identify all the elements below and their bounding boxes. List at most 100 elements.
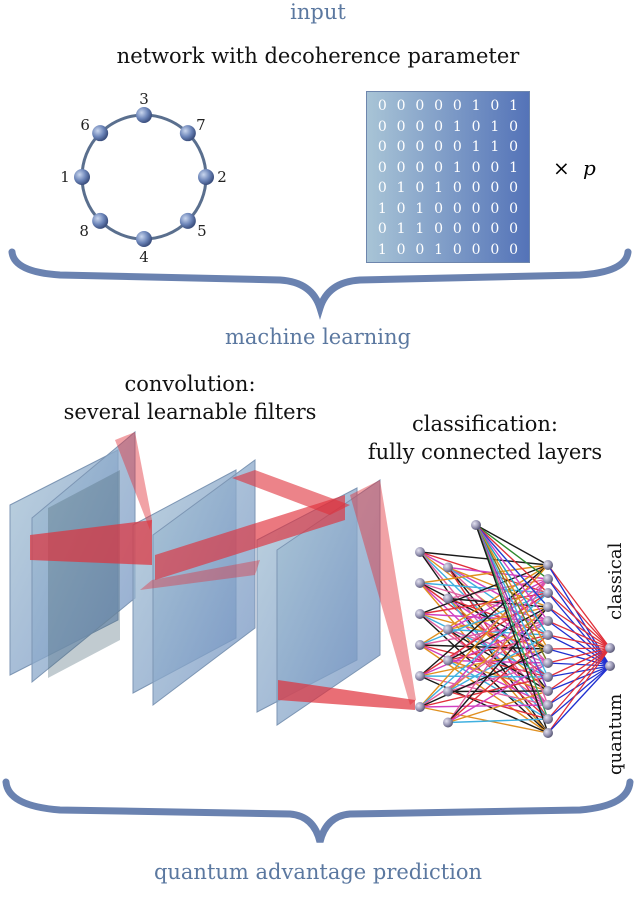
fc-edge bbox=[419, 613, 549, 706]
fc-edge bbox=[547, 662, 611, 667]
fc-node bbox=[443, 624, 453, 635]
matrix-cell: 0 bbox=[509, 221, 519, 237]
fc-node bbox=[443, 655, 453, 666]
matrix-cell: 0 bbox=[452, 200, 462, 217]
fc-edge bbox=[475, 524, 549, 734]
fc-edge bbox=[419, 648, 549, 708]
fc-edge bbox=[547, 647, 611, 706]
fc-edge bbox=[419, 620, 549, 708]
fc-edge bbox=[447, 606, 549, 723]
matrix-cell: 1 bbox=[490, 118, 500, 135]
matrix-cell: 0 bbox=[471, 180, 481, 196]
matrix-cell: 1 bbox=[509, 98, 519, 114]
fc-node bbox=[543, 616, 553, 626]
matrix-cell: 0 bbox=[471, 200, 481, 217]
fc-edge bbox=[475, 524, 549, 678]
matrix-cell: 0 bbox=[377, 139, 387, 155]
matrix-cell: 0 bbox=[415, 241, 425, 258]
fc-node bbox=[443, 562, 453, 573]
fc-edge bbox=[547, 647, 611, 692]
fc-edge bbox=[475, 524, 549, 580]
matrix-cell: 0 bbox=[490, 241, 500, 258]
matrix-cell: 1 bbox=[471, 98, 481, 114]
matrix-cell: 1 bbox=[509, 159, 519, 176]
fc-node bbox=[415, 640, 425, 650]
convolution-label: convolution: several learnable filters bbox=[35, 370, 345, 426]
network-node bbox=[136, 231, 152, 247]
convolution-layers bbox=[9, 430, 416, 726]
fc-edge bbox=[547, 665, 611, 678]
brace-output bbox=[2, 778, 634, 843]
matrix-cell: 1 bbox=[452, 159, 462, 176]
classification-title: classification: bbox=[412, 412, 558, 436]
matrix-cell: 0 bbox=[396, 118, 406, 135]
network-node-label: 4 bbox=[139, 248, 149, 266]
matrix-cell: 0 bbox=[490, 159, 500, 176]
network-node bbox=[92, 212, 109, 229]
fc-node bbox=[543, 686, 553, 696]
network-node bbox=[198, 169, 214, 185]
fc-edge bbox=[475, 524, 549, 608]
fc-edge bbox=[447, 628, 549, 664]
network-node-label: 5 bbox=[197, 222, 207, 240]
matrix-cell: 0 bbox=[415, 98, 425, 114]
section-title-machine-learning: machine learning bbox=[225, 325, 411, 349]
fc-node bbox=[443, 717, 453, 728]
fc-edge bbox=[475, 524, 549, 622]
fc-node bbox=[443, 593, 453, 604]
fc-edge bbox=[447, 690, 549, 724]
fc-edge bbox=[547, 647, 611, 664]
matrix-cell: 1 bbox=[396, 180, 406, 196]
fc-edge bbox=[547, 647, 611, 650]
fc-edge bbox=[419, 620, 549, 677]
matrix-cell: 0 bbox=[471, 118, 481, 135]
fc-node bbox=[543, 602, 553, 612]
fc-node bbox=[415, 547, 425, 557]
fc-edge bbox=[547, 578, 611, 667]
fc-edge bbox=[547, 592, 611, 649]
fc-edge bbox=[447, 567, 549, 692]
convolution-subtitle: several learnable filters bbox=[63, 400, 317, 424]
matrix-cell: 0 bbox=[509, 180, 519, 196]
fc-edge bbox=[447, 566, 549, 664]
matrix-cell: 1 bbox=[490, 139, 500, 155]
fc-node bbox=[543, 588, 553, 598]
fc-edge bbox=[419, 551, 549, 706]
fc-edge bbox=[547, 634, 611, 667]
decoherence-parameter: p bbox=[583, 156, 596, 180]
network-node bbox=[179, 125, 196, 142]
fc-edge bbox=[419, 564, 549, 584]
matrix-cell: 0 bbox=[377, 98, 387, 114]
matrix-cell: 0 bbox=[434, 118, 444, 135]
fc-edge bbox=[475, 524, 549, 594]
classification-label: classification: fully connected layers bbox=[330, 410, 636, 466]
fc-node bbox=[543, 574, 553, 584]
fc-node bbox=[543, 700, 553, 710]
fc-edge bbox=[547, 578, 611, 649]
network-node-label: 7 bbox=[196, 116, 206, 134]
matrix-cell: 0 bbox=[434, 159, 444, 176]
network-node-label: 2 bbox=[217, 168, 227, 186]
output-label-quantum: quantum bbox=[605, 693, 626, 775]
matrix-cell: 0 bbox=[490, 180, 500, 196]
fc-edge bbox=[447, 606, 549, 662]
matrix-cell: 1 bbox=[471, 139, 481, 155]
matrix-cell: 1 bbox=[415, 221, 425, 237]
fc-edge bbox=[547, 620, 611, 667]
section-title-output: quantum advantage prediction bbox=[153, 860, 483, 884]
matrix-cell: 1 bbox=[377, 200, 387, 217]
fc-edge bbox=[547, 647, 611, 734]
matrix-cell: 0 bbox=[509, 139, 519, 155]
fc-edge bbox=[475, 524, 549, 664]
matrix-cell: 0 bbox=[452, 98, 462, 114]
fc-edge bbox=[547, 665, 611, 692]
matrix-cell: 0 bbox=[509, 200, 519, 217]
matrix-cell: 0 bbox=[396, 200, 406, 217]
